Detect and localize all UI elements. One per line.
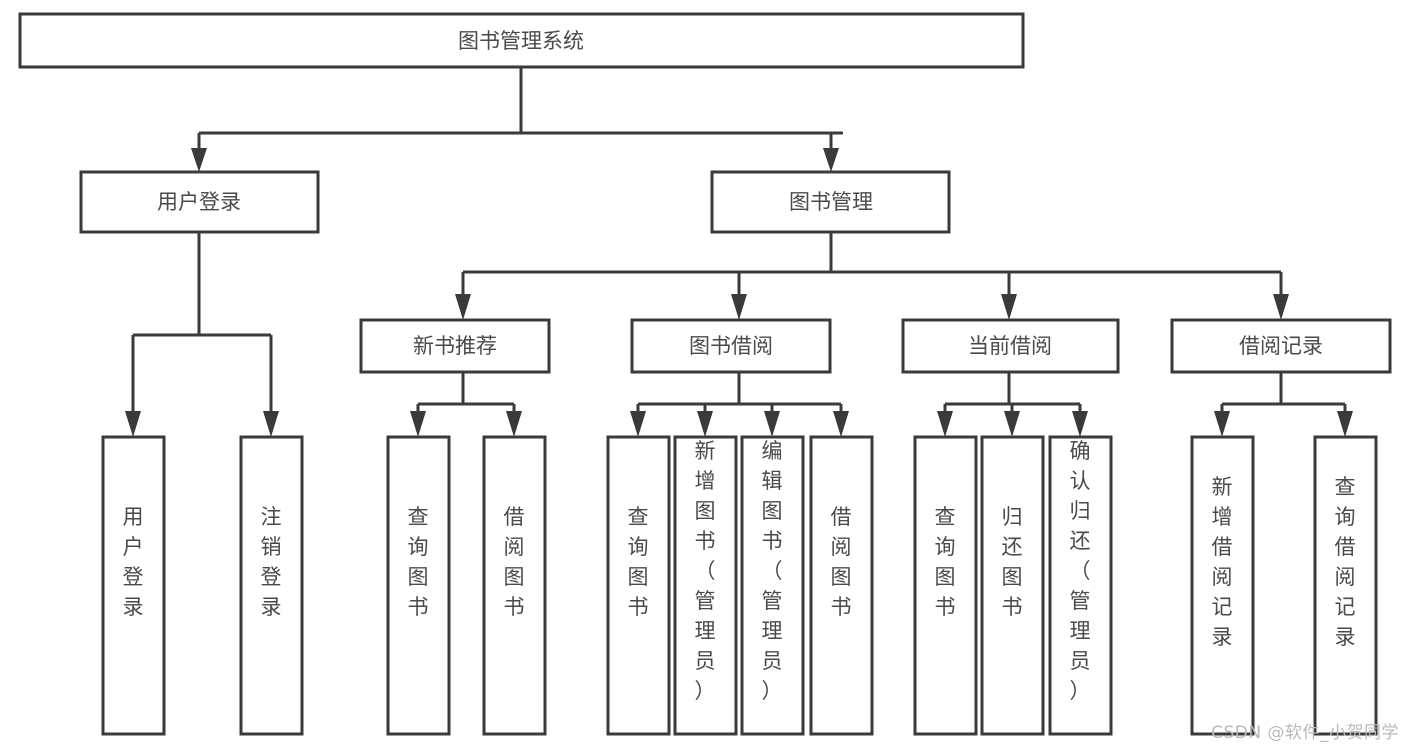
- node-leaf-user-login-label: 用户登录: [123, 505, 144, 619]
- node-leaf-borrow-book-2[interactable]: 借阅图书: [809, 435, 874, 736]
- arrow-head-leaf-query-book-2: [630, 411, 646, 437]
- node-leaf-query-book-2-box[interactable]: [606, 435, 671, 736]
- node-leaf-query-book-2-label: 查询图书: [628, 505, 649, 619]
- connector-group: [125, 67, 1353, 437]
- node-leaf-query-record[interactable]: 查询借阅记录: [1313, 435, 1378, 736]
- arrow-head-new-book-recommend: [455, 294, 471, 320]
- node-leaf-add-book-label: 新增图书（管理员）: [695, 439, 716, 703]
- node-book-management-label: 图书管理: [789, 190, 873, 214]
- node-leaf-logout-box[interactable]: [239, 435, 304, 736]
- arrow-head-book-management: [823, 148, 839, 172]
- node-book-management[interactable]: 图书管理: [710, 170, 951, 234]
- node-current-borrow-label: 当前借阅: [968, 334, 1052, 358]
- node-leaf-edit-book-label: 编辑图书（管理员）: [762, 439, 783, 703]
- arrow-head-current-borrow: [1001, 294, 1017, 320]
- node-leaf-confirm-return-label: 确认归还（管理员）: [1070, 439, 1091, 703]
- node-leaf-query-book-2[interactable]: 查询图书: [606, 435, 671, 736]
- node-leaf-add-record[interactable]: 新增借阅记录: [1190, 435, 1255, 736]
- node-leaf-borrow-book-1[interactable]: 借阅图书: [482, 435, 547, 736]
- csdn-watermark: CSDN @软件_小贺同学: [1211, 723, 1399, 743]
- node-leaf-borrow-book-1-label: 借阅图书: [504, 505, 525, 619]
- arrow-head-leaf-query-book-1: [410, 411, 426, 437]
- node-book-borrow-box[interactable]: [630, 318, 832, 374]
- arrow-head-leaf-confirm-return: [1072, 411, 1088, 437]
- node-new-book-recommend[interactable]: 新书推荐: [359, 318, 551, 374]
- node-book-borrow-label: 图书借阅: [689, 334, 773, 358]
- node-new-book-recommend-box[interactable]: [359, 318, 551, 374]
- node-leaf-query-book-1[interactable]: 查询图书: [386, 435, 451, 736]
- node-leaf-borrow-book-2-label: 借阅图书: [831, 505, 852, 619]
- node-leaf-confirm-return-box[interactable]: [1048, 435, 1113, 736]
- node-leaf-edit-book-box[interactable]: [740, 435, 805, 736]
- node-leaf-query-record-label: 查询借阅记录: [1335, 475, 1356, 649]
- node-leaf-query-book-3[interactable]: 查询图书: [913, 435, 978, 736]
- node-current-borrow[interactable]: 当前借阅: [901, 318, 1120, 374]
- node-leaf-add-record-box[interactable]: [1190, 435, 1255, 736]
- node-book-borrow[interactable]: 图书借阅: [630, 318, 832, 374]
- node-leaf-return-book-label: 归还图书: [1002, 505, 1023, 619]
- arrow-head-leaf-borrow-book-1: [506, 411, 522, 437]
- node-leaf-query-book-1-box[interactable]: [386, 435, 451, 736]
- node-leaf-borrow-book-2-box[interactable]: [809, 435, 874, 736]
- node-user-login-label: 用户登录: [157, 190, 241, 214]
- node-leaf-query-book-3-label: 查询图书: [935, 505, 956, 619]
- node-leaf-logout-label: 注销登录: [261, 505, 282, 619]
- node-book-management-box[interactable]: [710, 170, 951, 234]
- node-leaf-add-book[interactable]: 新增图书（管理员）: [673, 435, 738, 736]
- arrow-head-user-login: [191, 148, 207, 172]
- arrow-head-leaf-add-record: [1214, 411, 1230, 437]
- node-root[interactable]: 图书管理系统: [18, 12, 1025, 69]
- node-current-borrow-box[interactable]: [901, 318, 1120, 374]
- node-leaf-add-record-label: 新增借阅记录: [1212, 475, 1233, 649]
- node-user-login[interactable]: 用户登录: [79, 170, 320, 234]
- node-leaf-edit-book[interactable]: 编辑图书（管理员）: [740, 435, 805, 736]
- node-new-book-recommend-label: 新书推荐: [413, 334, 497, 358]
- arrow-head-leaf-query-book-3: [937, 411, 953, 437]
- arrow-head-leaf-logout: [263, 411, 279, 437]
- arrow-head-leaf-edit-book: [764, 411, 780, 437]
- node-user-login-box[interactable]: [79, 170, 320, 234]
- node-leaf-query-book-1-label: 查询图书: [408, 505, 429, 619]
- node-leaf-confirm-return[interactable]: 确认归还（管理员）: [1048, 435, 1113, 736]
- node-leaf-borrow-book-1-box[interactable]: [482, 435, 547, 736]
- node-leaf-return-book-box[interactable]: [980, 435, 1045, 736]
- arrow-head-book-borrow: [731, 294, 747, 320]
- node-leaf-user-login[interactable]: 用户登录: [101, 435, 166, 736]
- node-borrow-record-label: 借阅记录: [1239, 334, 1323, 358]
- arrow-head-leaf-borrow-book-2: [833, 411, 849, 437]
- node-root-box[interactable]: [18, 12, 1025, 69]
- arrow-head-borrow-record: [1273, 294, 1289, 320]
- node-leaf-user-login-box[interactable]: [101, 435, 166, 736]
- arrow-head-leaf-return-book: [1004, 411, 1020, 437]
- arrow-head-leaf-query-record: [1337, 411, 1353, 437]
- node-borrow-record[interactable]: 借阅记录: [1170, 318, 1392, 374]
- node-leaf-query-book-3-box[interactable]: [913, 435, 978, 736]
- arrow-head-leaf-user-login: [125, 411, 141, 437]
- node-borrow-record-box[interactable]: [1170, 318, 1392, 374]
- node-leaf-return-book[interactable]: 归还图书: [980, 435, 1045, 736]
- node-leaf-query-record-box[interactable]: [1313, 435, 1378, 736]
- node-leaf-logout[interactable]: 注销登录: [239, 435, 304, 736]
- arrow-head-leaf-add-book: [697, 411, 713, 437]
- node-root-label: 图书管理系统: [458, 29, 584, 53]
- node-leaf-add-book-box[interactable]: [673, 435, 738, 736]
